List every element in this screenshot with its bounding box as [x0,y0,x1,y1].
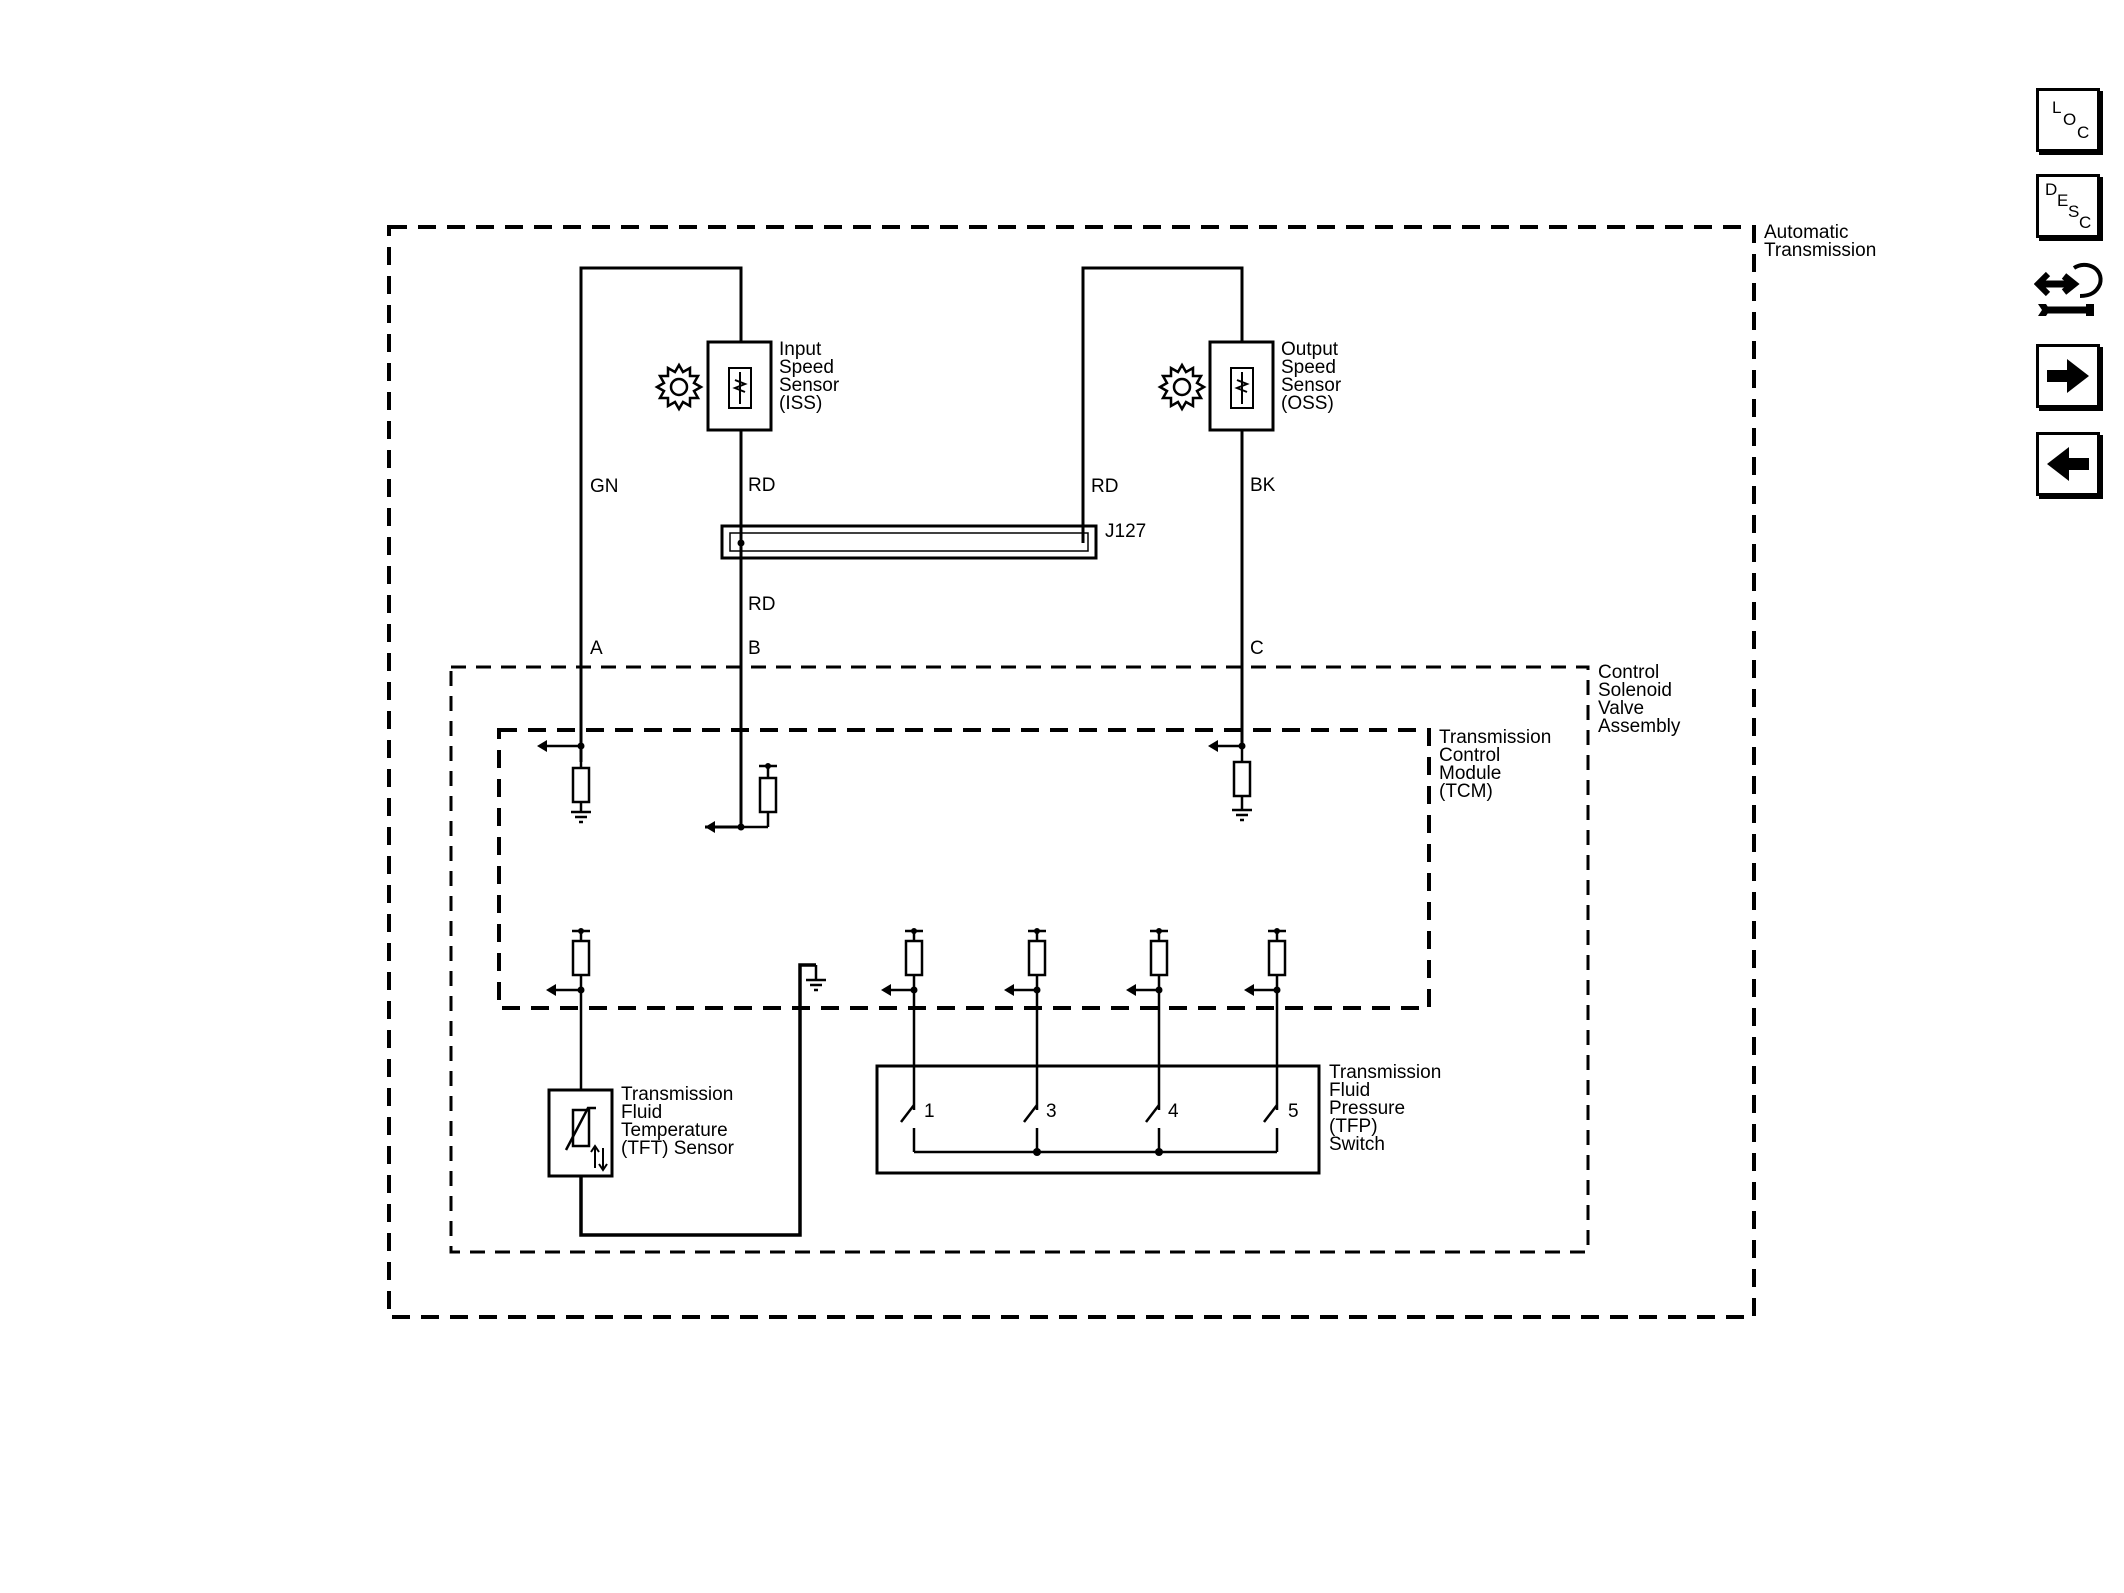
svg-text:(TFP): (TFP) [1329,1116,1378,1137]
tft-sensor [547,1088,614,1178]
wire-label-rd: RD [748,594,775,615]
svg-text:Transmission: Transmission [1329,1062,1441,1083]
tcm-input-tfp-5 [1244,928,1287,1110]
svg-text:Switch: Switch [1329,1134,1385,1155]
tfp-switch-label: Transmission Fluid Pressure (TFP) Switch [1329,1062,1441,1155]
control-solenoid-valve-assembly-label: Control Solenoid Valve Assembly [1598,662,1681,737]
ground-icon [571,810,591,824]
svg-text:Transmission: Transmission [1764,240,1876,261]
svg-text:D: D [2045,180,2057,199]
svg-text:Fluid: Fluid [1329,1080,1370,1101]
svg-text:Control: Control [1598,662,1659,683]
tcm-boundary [497,728,1431,1010]
automatic-transmission-label: Automatic Transmission [1764,222,1876,261]
input-speed-sensor-label: Input Speed Sensor (ISS) [779,339,840,414]
svg-text:(OSS): (OSS) [1281,393,1334,414]
svg-text:Pressure: Pressure [1329,1098,1405,1119]
tcm-input-tfp-1 [881,928,924,1110]
svg-text:C: C [2077,123,2089,142]
svg-text:Fluid: Fluid [621,1102,662,1123]
wire-label-gn: GN [590,476,619,497]
pin-label-a: A [590,638,603,659]
j127-splice [720,524,1098,560]
wire-gn [579,266,743,762]
tfp-contact-label: 3 [1046,1101,1057,1122]
wire-label-rd: RD [748,475,775,496]
wire-label-rd: RD [1091,476,1118,497]
svg-text:O: O [2063,110,2076,129]
tfp-contact-label: 4 [1168,1101,1179,1122]
svg-text:Output: Output [1281,339,1339,360]
svg-text:S: S [2068,202,2079,221]
tcm-input-c [1208,740,1252,810]
svg-text:Control: Control [1439,745,1500,766]
svg-text:Sensor: Sensor [779,375,840,396]
gear-icon [1157,362,1207,412]
svg-text:Input: Input [779,339,822,360]
wire-rd-iss [705,430,743,829]
svg-text:Temperature: Temperature [621,1120,728,1141]
svg-text:(TFT) Sensor: (TFT) Sensor [621,1138,735,1159]
tcm-input-tft [546,928,591,996]
arrow-right-icon [2047,359,2089,393]
svg-text:C: C [2079,213,2091,232]
prev-button[interactable] [2036,432,2100,496]
svg-text:Module: Module [1439,763,1501,784]
gear-icon [654,362,704,412]
svg-text:Solenoid: Solenoid [1598,680,1672,701]
tfp-switch [875,1064,1321,1175]
svg-text:Speed: Speed [779,357,834,378]
next-button[interactable] [2036,344,2100,408]
svg-text:Transmission: Transmission [621,1084,733,1105]
loc-button[interactable]: L O C [2036,88,2100,152]
svg-text:E: E [2057,191,2068,210]
output-speed-sensor-label: Output Speed Sensor (OSS) [1281,339,1342,414]
svg-text:L: L [2052,98,2061,117]
wire-label-bk: BK [1250,475,1276,496]
svg-text:Valve: Valve [1598,698,1644,719]
wire-tft-ground [579,963,816,1237]
ground-icon [806,965,826,992]
tcm-input-tfp-3 [1004,928,1047,1110]
j127-label: J127 [1105,521,1146,542]
ground-icon [1232,808,1252,822]
svg-text:Assembly: Assembly [1598,716,1681,737]
arrow-left-icon [2047,447,2089,481]
svg-text:Sensor: Sensor [1281,375,1342,396]
wrench-connector-button[interactable] [2033,254,2108,326]
input-speed-sensor [706,340,773,432]
svg-text:Transmission: Transmission [1439,727,1551,748]
tcm-input-b [705,763,778,833]
tfp-contact-label: 5 [1288,1101,1299,1122]
tcm-input-tfp-4 [1126,928,1169,1110]
svg-text:(TCM): (TCM) [1439,781,1493,802]
tft-sensor-label: Transmission Fluid Temperature (TFT) Sen… [621,1084,735,1159]
automatic-transmission-boundary [387,225,1756,1319]
desc-button[interactable]: D E S C [2036,174,2100,238]
tfp-contact-label: 1 [924,1101,935,1122]
svg-text:Speed: Speed [1281,357,1336,378]
tcm-input-a [537,740,591,812]
pin-label-b: B [748,638,761,659]
wire-rd-oss [1081,266,1244,543]
desc-icon: D E S C [2045,180,2091,232]
output-speed-sensor [1208,340,1275,432]
tcm-label: Transmission Control Module (TCM) [1439,727,1551,802]
svg-text:Automatic: Automatic [1764,222,1848,243]
pin-label-c: C [1250,638,1264,659]
wrench-connector-icon [2033,262,2103,316]
svg-text:(ISS): (ISS) [779,393,822,414]
loc-icon: L O C [2052,98,2089,142]
control-solenoid-valve-assembly-boundary [449,665,1590,1254]
